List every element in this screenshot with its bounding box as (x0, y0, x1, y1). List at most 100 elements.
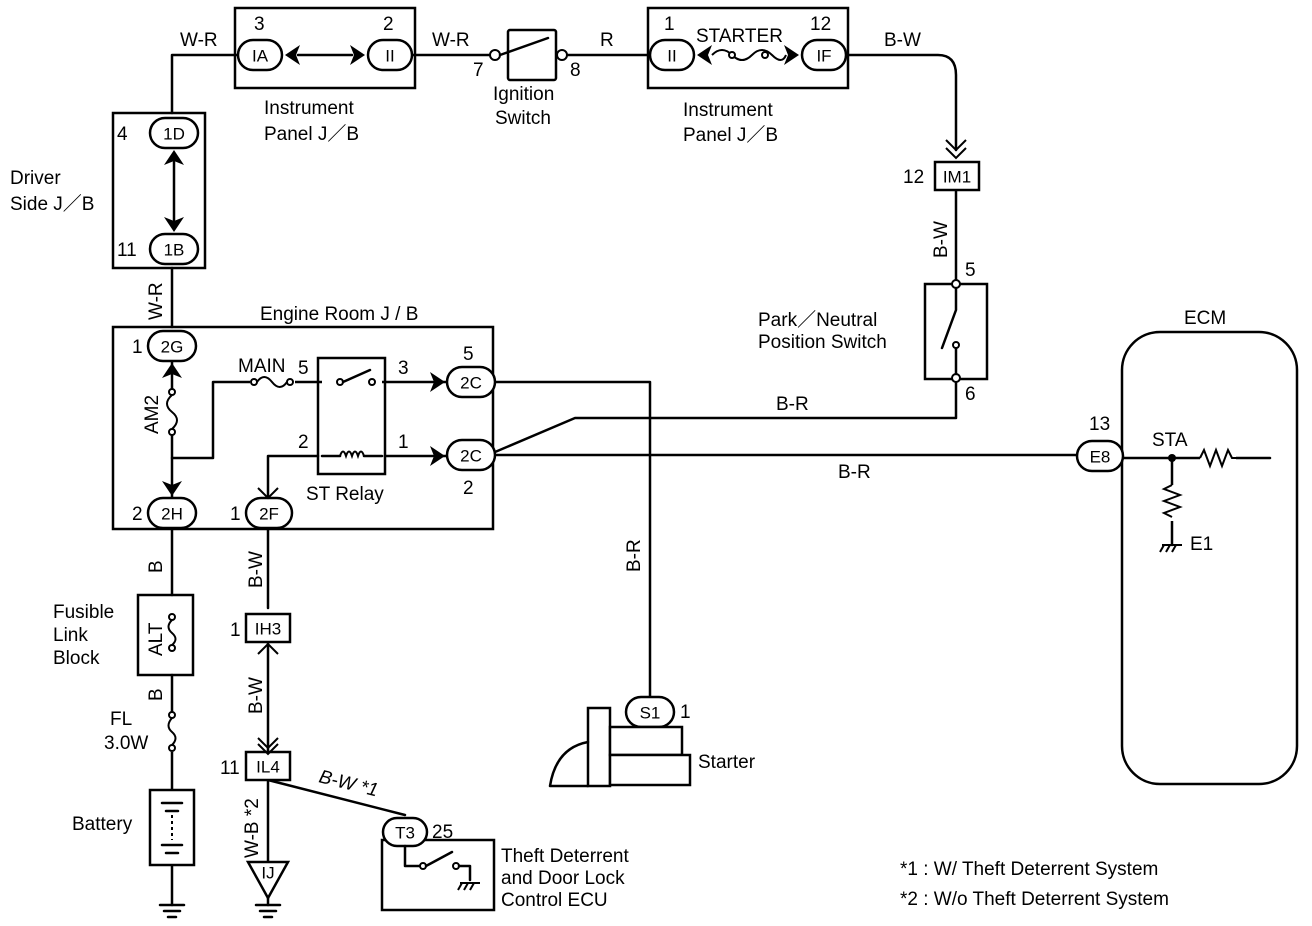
svg-text:2: 2 (132, 504, 143, 525)
connector-ia: IA (236, 38, 284, 72)
fusible-label-2: Link (53, 625, 88, 646)
svg-text:ALT: ALT (146, 622, 167, 656)
svg-text:1: 1 (680, 702, 691, 723)
svg-text:3: 3 (398, 358, 409, 379)
svg-text:S1: S1 (640, 704, 661, 723)
alt-fusible-link (167, 613, 177, 652)
svg-text:12: 12 (810, 14, 831, 35)
note-1: *1 : W/ Theft Deterrent System (900, 859, 1158, 880)
ignition-label-2: Switch (495, 108, 551, 129)
labels: W-R W-R R B-W W-R B-W B-R B-R B-R B B B-… (10, 14, 1226, 911)
wire-label-bw-ih3: B-W (246, 677, 267, 714)
svg-text:1: 1 (230, 620, 241, 641)
ipjb2-box (646, 6, 850, 90)
svg-text:12: 12 (903, 167, 924, 188)
svg-text:1D: 1D (163, 125, 185, 144)
ipjb1-label-2: Panel J／B (264, 123, 359, 145)
svg-text:II: II (667, 47, 676, 66)
svg-text:2H: 2H (161, 505, 183, 524)
fusible-link-box (136, 593, 195, 677)
driver-jb-label-1: Driver (10, 168, 61, 189)
svg-text:1B: 1B (164, 241, 185, 260)
st-relay-box (316, 356, 387, 476)
svg-text:11: 11 (117, 240, 137, 261)
svg-text:1: 1 (398, 432, 409, 453)
svg-text:E1: E1 (1190, 534, 1213, 555)
ecm-internals (1159, 447, 1240, 553)
svg-text:13: 13 (1089, 414, 1110, 435)
starter-fuse (711, 49, 787, 61)
connector-ii-left: II (366, 38, 414, 72)
wire-label-wr-mid: W-R (432, 30, 470, 51)
svg-text:IM1: IM1 (943, 168, 971, 187)
svg-text:ST Relay: ST Relay (306, 484, 384, 505)
wire-label-wr-vert: W-R (146, 282, 167, 320)
svg-text:Battery: Battery (72, 814, 133, 835)
theft-ecu-switch (403, 844, 480, 891)
main-fuse (250, 372, 295, 392)
svg-text:8: 8 (570, 60, 581, 81)
connector-1d: 1D (148, 116, 200, 150)
connector-ii-right: II (648, 38, 696, 72)
connector-ih3: IH3 (244, 612, 292, 644)
theft-label-1: Theft Deterrent (501, 846, 629, 867)
park-neutral-switch (940, 279, 961, 383)
connector-2f: 2F (244, 496, 294, 530)
svg-text:MAIN: MAIN (238, 356, 286, 377)
wire-label-bw-im1: B-W (931, 221, 952, 258)
ipjb1-label-1: Instrument (264, 98, 354, 119)
fl-fusible (162, 711, 182, 752)
ipjb1-box (233, 6, 417, 90)
svg-text:4: 4 (117, 124, 128, 145)
svg-text:2: 2 (298, 432, 309, 453)
svg-text:IA: IA (252, 47, 269, 66)
engine-room-jb-box (111, 325, 495, 531)
svg-text:2C: 2C (460, 374, 482, 393)
wire-label-br-starter: B-R (624, 539, 645, 572)
theft-ecu-box (380, 838, 496, 912)
park-neutral-label-1: Park／Neutral (758, 309, 877, 331)
ipjb2-label-2: Panel J／B (683, 124, 778, 146)
connector-2g: 2G (146, 329, 198, 363)
st-relay (320, 368, 384, 466)
svg-text:ECM: ECM (1184, 308, 1226, 329)
svg-text:1: 1 (132, 337, 143, 358)
wire-label-b-top: B (146, 560, 167, 573)
theft-label-3: Control ECU (501, 890, 608, 911)
svg-text:25: 25 (432, 822, 453, 843)
park-neutral-label-2: Position Switch (758, 332, 887, 353)
wire-label-wr-top: W-R (180, 30, 218, 51)
note-2: *2 : W/o Theft Deterrent System (900, 889, 1169, 910)
starter-motor (548, 706, 692, 788)
svg-text:IJ: IJ (261, 864, 274, 883)
connector-1b: 1B (148, 232, 200, 266)
connector-2c-bottom: 2C (445, 438, 497, 472)
connector-2c-top: 2C (445, 365, 497, 399)
theft-label-2: and Door Lock (501, 868, 625, 889)
svg-text:3: 3 (254, 14, 265, 35)
fusible-label-1: Fusible (53, 602, 114, 623)
svg-text:1: 1 (664, 14, 675, 35)
battery-ground-icon (158, 903, 186, 919)
svg-text:STARTER: STARTER (696, 26, 783, 47)
svg-text:Engine Room J / B: Engine Room J / B (260, 304, 418, 325)
svg-text:5: 5 (965, 260, 976, 281)
svg-text:AM2: AM2 (142, 395, 163, 434)
svg-text:7: 7 (473, 60, 484, 81)
ij-connector: IJ (245, 860, 291, 919)
connector-im1: IM1 (933, 160, 981, 192)
connector-il4: IL4 (244, 750, 292, 782)
wire-label-b-bot: B (146, 688, 167, 701)
svg-text:IH3: IH3 (255, 620, 281, 639)
ecm-box (1120, 330, 1299, 786)
svg-text:2: 2 (463, 478, 474, 499)
connector-2h: 2H (146, 496, 198, 530)
battery (148, 788, 196, 867)
driver-jb-box (111, 111, 207, 270)
svg-text:11: 11 (220, 758, 240, 779)
svg-text:2G: 2G (161, 338, 184, 357)
fl-label-2: 3.0W (104, 733, 148, 754)
svg-text:II: II (385, 47, 394, 66)
svg-text:Starter: Starter (698, 752, 756, 773)
